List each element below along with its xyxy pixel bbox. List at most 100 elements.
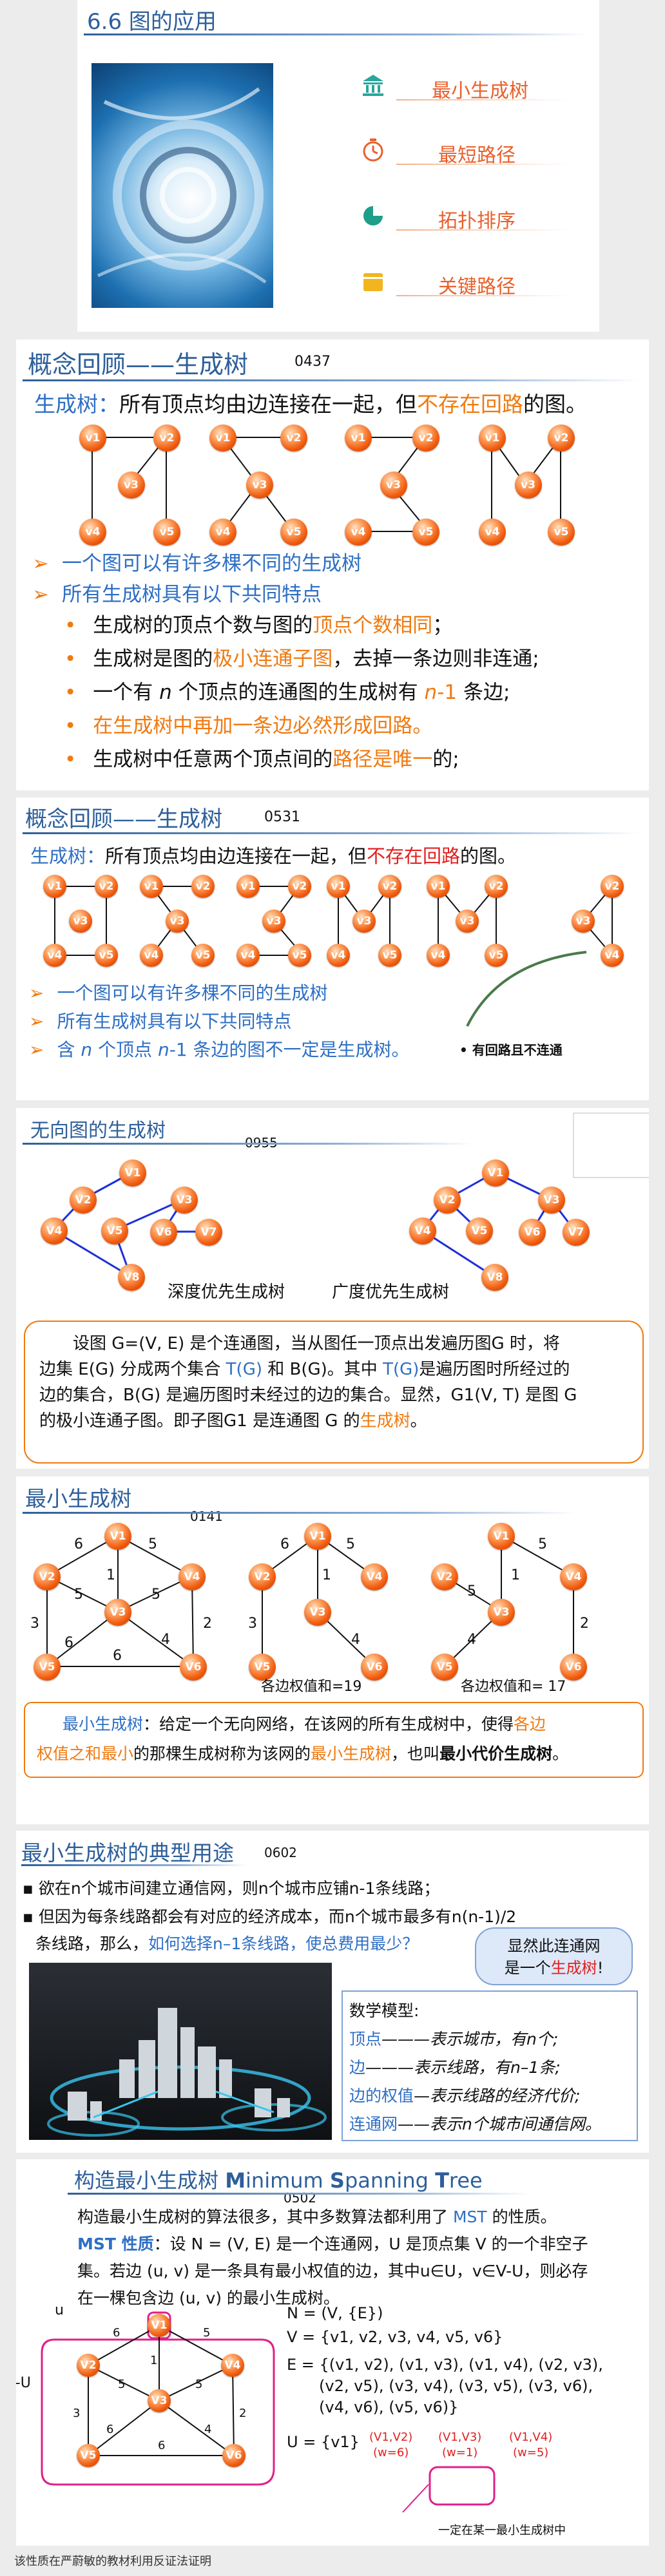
bullet-line: ➢含 n 个顶点 n-1 条边的图不一定是生成树。 <box>29 1039 410 1060</box>
vertex-node: v5 <box>191 944 215 967</box>
vertex-node: v2 <box>280 425 307 452</box>
slide-spanning-tree-review-2: 概念回顾——生成树 0531 生成树：所有顶点均由边连接在一起，但不存在回路的图… <box>16 797 649 1100</box>
svg-text:5: 5 <box>467 1583 476 1599</box>
swirl-graphic <box>97 87 267 284</box>
set-E: E = {(v1, v2), (v1, v3), (v1, v4), (v2, … <box>287 2356 603 2374</box>
svg-text:2: 2 <box>580 1616 589 1632</box>
bullet-line: ➢所有生成树具有以下共同特点 <box>32 583 322 606</box>
vertex-node: V3 <box>538 1187 565 1214</box>
vertex-node: v3 <box>117 472 145 499</box>
menu-divider <box>396 229 570 231</box>
vertex-node: V4 <box>409 1217 436 1245</box>
vertex-node: V2 <box>77 2354 100 2377</box>
menu-divider <box>396 164 570 165</box>
svg-text:6: 6 <box>280 1536 289 1552</box>
vertex-node: v5 <box>288 944 311 967</box>
para-line: 边集 E(G) 分成两个集合 T(G) 和 B(G)。其中 T(G)是遍历图时所… <box>39 1360 570 1379</box>
speech-bubble: 显然此连通网 是一个生成树! <box>475 1927 633 1985</box>
annotation-arrow <box>466 951 587 1027</box>
svg-text:5: 5 <box>203 2326 210 2340</box>
timestamp-code: 0531 <box>264 809 300 825</box>
vertex-node: v4 <box>601 944 624 967</box>
vertex-node: V2 <box>34 1563 61 1590</box>
vertex-node: v3 <box>380 472 407 499</box>
vertex-node: v4 <box>479 519 506 546</box>
slide-spanning-tree-review-1: 概念回顾——生成树 0437 生成树：所有顶点均由边连接在一起，但不存在回路的图… <box>16 339 649 790</box>
svg-text:4: 4 <box>204 2423 211 2436</box>
vertex-node: V6 <box>560 1654 587 1681</box>
para-line: MST 性质：设 N = (V, E) 是一个连通网，U 是顶点集 V 的一个非… <box>77 2235 588 2253</box>
vertex-node: V2 <box>431 1563 458 1590</box>
vertex-node: v2 <box>485 875 508 898</box>
vertex-node: v2 <box>548 425 575 452</box>
vertex-node: V1 <box>304 1523 331 1550</box>
page-title: 6.6 图的应用 <box>87 9 217 35</box>
bullet-line: •生成树中任意两个顶点间的路径是唯一的; <box>64 748 459 771</box>
svg-text:4: 4 <box>351 1632 360 1648</box>
set-E: (v4, v6), (v5, v6)} <box>319 2398 459 2416</box>
svg-text:3: 3 <box>30 1616 39 1632</box>
bfs-label: 广度优先生成树 <box>332 1283 450 1302</box>
menu-item-critical-path[interactable]: 关键路径 <box>361 267 573 299</box>
candidate-edge-min: (V1,V3)(w=1) <box>438 2430 482 2459</box>
vertex-node: V5 <box>34 1654 61 1681</box>
vertex-node: v3 <box>514 472 542 499</box>
title-underline <box>68 2193 532 2195</box>
vertex-node: V4 <box>178 1563 206 1590</box>
para-line: 边的集合，B(G) 是遍历图时未经过的边的集合。显然，G1(V, T) 是图 G <box>39 1386 577 1405</box>
menu-item-topological-sort[interactable]: 拓扑排序 <box>361 201 573 233</box>
vertex-node: V3 <box>148 2389 171 2412</box>
vertex-node: v1 <box>479 425 506 452</box>
bullet-line: •生成树是图的极小连通子图，去掉一条边则非连通; <box>64 647 539 671</box>
bullet-line: •生成树的顶点个数与图的顶点个数相同； <box>64 614 453 637</box>
weight-sum: 各边权值和= 17 <box>461 1679 566 1695</box>
slide-build-mst: 构造最小生成树 Minimum Spanning Tree 0502 构造最小生… <box>16 2159 649 2546</box>
vertex-node: v3 <box>166 910 189 933</box>
svg-text:5: 5 <box>195 2378 202 2391</box>
menu-divider <box>396 295 570 296</box>
use-line: ▪ 欲在n个城市间建立通信网，则n个城市应铺n-1条线路； <box>23 1879 440 1898</box>
menu-label: 拓扑排序 <box>438 210 516 233</box>
vertex-node: v5 <box>153 519 180 546</box>
vertex-node: V2 <box>249 1563 276 1590</box>
svg-text:4: 4 <box>161 1632 170 1648</box>
bullet-line: ➢所有生成树具有以下共同特点 <box>29 1011 292 1032</box>
vertex-node: v2 <box>412 425 439 452</box>
annotation-note: • 有回路且不连通 <box>459 1042 563 1058</box>
vertex-node: V7 <box>195 1219 222 1246</box>
vertex-node: V5 <box>249 1654 276 1681</box>
vertex-node: V1 <box>488 1523 515 1550</box>
svg-text:1: 1 <box>150 2354 157 2367</box>
vertex-node: v1 <box>236 875 260 898</box>
vertex-node: v1 <box>327 875 350 898</box>
vertex-node: V6 <box>222 2444 246 2467</box>
definition-box: 最小生成树：给定一个无向网络，在该网的所有生成树中，使得各边 权值之和最小的那棵… <box>24 1702 644 1778</box>
candidate-edge: (V1,V4)(w=5) <box>509 2430 553 2459</box>
vertex-node: v3 <box>246 472 273 499</box>
city-network-graphic <box>47 2008 327 2137</box>
weight-sum: 各边权值和=19 <box>261 1679 362 1695</box>
para-line: 在一棵包含边 (u, v) 的最小生成树。 <box>77 2289 340 2307</box>
vertex-node: V1 <box>104 1523 131 1550</box>
vertex-node: v2 <box>601 875 624 898</box>
vertex-node: v5 <box>378 944 401 967</box>
bullet-line: ➢一个图可以有许多棵不同的生成树 <box>32 552 361 575</box>
vertex-node: V8 <box>481 1264 508 1291</box>
vertex-node: V6 <box>519 1219 546 1246</box>
para-line: 最小生成树：给定一个无向网络，在该网的所有生成树中，使得各边 <box>63 1715 546 1733</box>
vertex-node: v4 <box>209 519 236 546</box>
para-line: 设图 G=(V, E) 是个连通图，当从图任一顶点出发遍历图G 时，将 <box>73 1334 560 1353</box>
slide-mst-applications: 最小生成树的典型用途 0602 ▪ 欲在n个城市间建立通信网，则n个城市应铺n-… <box>16 1831 649 2153</box>
slide-title: 最小生成树的典型用途 <box>21 1840 234 1865</box>
menu-item-mst[interactable]: 最小生成树 <box>361 71 573 103</box>
vertex-node: v3 <box>456 910 479 933</box>
vertex-node: V4 <box>221 2354 244 2377</box>
pie-chart-icon <box>363 206 383 225</box>
slide-title: 概念回顾——生成树 <box>28 350 249 379</box>
menu-label: 关键路径 <box>438 276 516 298</box>
menu-item-shortest-path[interactable]: 最短路径 <box>361 135 573 167</box>
slide-graph-applications: 6.6 图的应用 最小生成树 最短路径 拓扑排序 <box>77 0 599 332</box>
vertex-node: v1 <box>140 875 163 898</box>
